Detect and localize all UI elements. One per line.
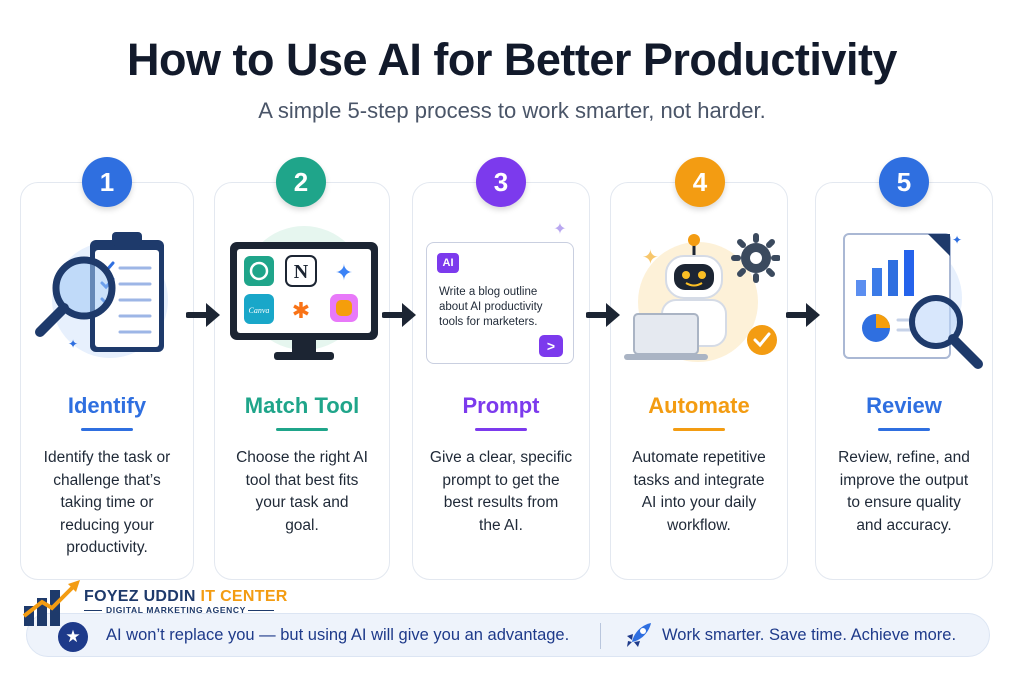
- robot-laptop-icon: ✦: [624, 233, 780, 362]
- step-underline-4: [673, 428, 725, 431]
- step-number-1: 1: [82, 157, 132, 207]
- step-underline-2: [276, 428, 328, 431]
- sparkle-icon: ✦: [553, 219, 566, 238]
- step-title-4: Automate: [648, 393, 750, 418]
- svg-text:✦: ✦: [68, 337, 78, 351]
- step-title-5: Review: [866, 393, 942, 418]
- clipboard-magnifier-icon: ✦: [35, 232, 168, 358]
- report-magnifier-icon: ✦: [843, 233, 983, 369]
- step-title-3: Prompt: [462, 393, 540, 418]
- ai-badge: AI: [437, 253, 459, 273]
- step-title-2: Match Tool: [244, 393, 360, 418]
- arrow-right-icon: [586, 303, 620, 327]
- prompt-box: AI Write a blog outline about AI product…: [426, 242, 574, 364]
- svg-text:✱: ✱: [292, 299, 310, 324]
- banner-left-text: AI won’t replace you — but using AI will…: [106, 626, 570, 644]
- arrow-right-icon: [382, 303, 416, 327]
- monitor-ai-tools-icon: N ✦ Canva ✱: [230, 226, 378, 360]
- page-title: How to Use AI for Better Productivity: [127, 34, 897, 85]
- brand-tagline: DIGITAL MARKETING AGENCY: [106, 605, 246, 615]
- step-title-1: Identify: [67, 393, 147, 418]
- step-number-5: 5: [879, 157, 929, 207]
- rocket-icon: [627, 623, 651, 647]
- bottom-banner: [26, 613, 990, 657]
- prompt-text: Write a blog outline about AI productivi…: [439, 286, 543, 328]
- brand-name: FOYEZ UDDIN IT CENTER: [84, 588, 288, 605]
- canva-label: Canva: [249, 306, 270, 315]
- star-icon: ★: [58, 622, 88, 652]
- step-underline-3: [475, 428, 527, 431]
- banner-right-text: Work smarter. Save time. Achieve more.: [662, 626, 957, 644]
- page-subtitle: A simple 5-step process to work smarter,…: [258, 98, 766, 123]
- arrow-right-icon: [186, 303, 220, 327]
- svg-text:✦: ✦: [952, 233, 962, 247]
- send-icon: >: [539, 335, 563, 357]
- svg-text:✦: ✦: [553, 219, 566, 238]
- brand-line-left: [84, 610, 102, 611]
- svg-text:✦: ✦: [642, 245, 659, 269]
- step-underline-1: [81, 428, 133, 431]
- svg-text:✦: ✦: [335, 261, 353, 286]
- brand-line-right: [248, 610, 274, 611]
- arrow-right-icon: [786, 303, 820, 327]
- brand-logo-icon: [22, 580, 80, 626]
- step-number-3: 3: [476, 157, 526, 207]
- step-number-4: 4: [675, 157, 725, 207]
- notion-label: N: [294, 261, 309, 283]
- step-number-2: 2: [276, 157, 326, 207]
- step-underline-5: [878, 428, 930, 431]
- banner-divider: [600, 623, 601, 649]
